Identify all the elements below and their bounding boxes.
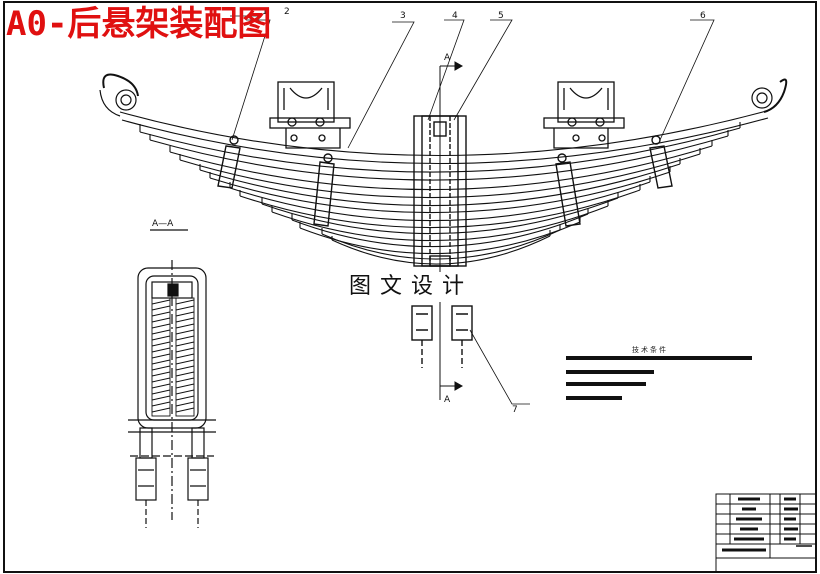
tech-requirements-title: 技术条件 bbox=[632, 346, 668, 354]
callout-1: 1 bbox=[262, 7, 268, 17]
callout-3: 3 bbox=[400, 11, 406, 21]
section-label: A—A bbox=[152, 219, 174, 229]
section-cut-line bbox=[439, 61, 464, 400]
callout-7: 7 bbox=[512, 405, 518, 415]
callout-2: 2 bbox=[284, 7, 290, 17]
drawing-title: A0-后悬架装配图 bbox=[6, 4, 272, 44]
watermark: 图文设计 bbox=[338, 272, 484, 302]
spring-eye-left bbox=[99, 73, 139, 117]
section-hatch bbox=[151, 297, 195, 417]
spring-clip-left-2 bbox=[313, 153, 335, 227]
mount-bracket-left bbox=[269, 81, 351, 149]
callout-4: 4 bbox=[452, 11, 458, 21]
section-view bbox=[128, 229, 216, 528]
technical-requirements bbox=[566, 356, 752, 400]
center-clamp bbox=[411, 115, 473, 368]
cut-label-bottom: A bbox=[444, 395, 451, 405]
mount-bracket-right bbox=[543, 81, 625, 149]
callout-leaders bbox=[230, 15, 715, 405]
cut-label-top: A bbox=[444, 53, 451, 63]
spring-clip-right-2 bbox=[649, 135, 673, 189]
title-block bbox=[715, 493, 817, 573]
leaf-spring bbox=[99, 73, 788, 368]
spring-leaves bbox=[119, 109, 771, 265]
drawing-frame bbox=[3, 1, 817, 573]
spring-eye-right bbox=[751, 78, 788, 113]
spring-clip-right-1 bbox=[555, 153, 581, 227]
callout-5: 5 bbox=[498, 11, 504, 21]
callout-6: 6 bbox=[700, 11, 706, 21]
spring-clip-left-1 bbox=[217, 135, 241, 189]
callout-labels: 1 2 3 4 5 6 7 A A A—A bbox=[152, 7, 706, 415]
